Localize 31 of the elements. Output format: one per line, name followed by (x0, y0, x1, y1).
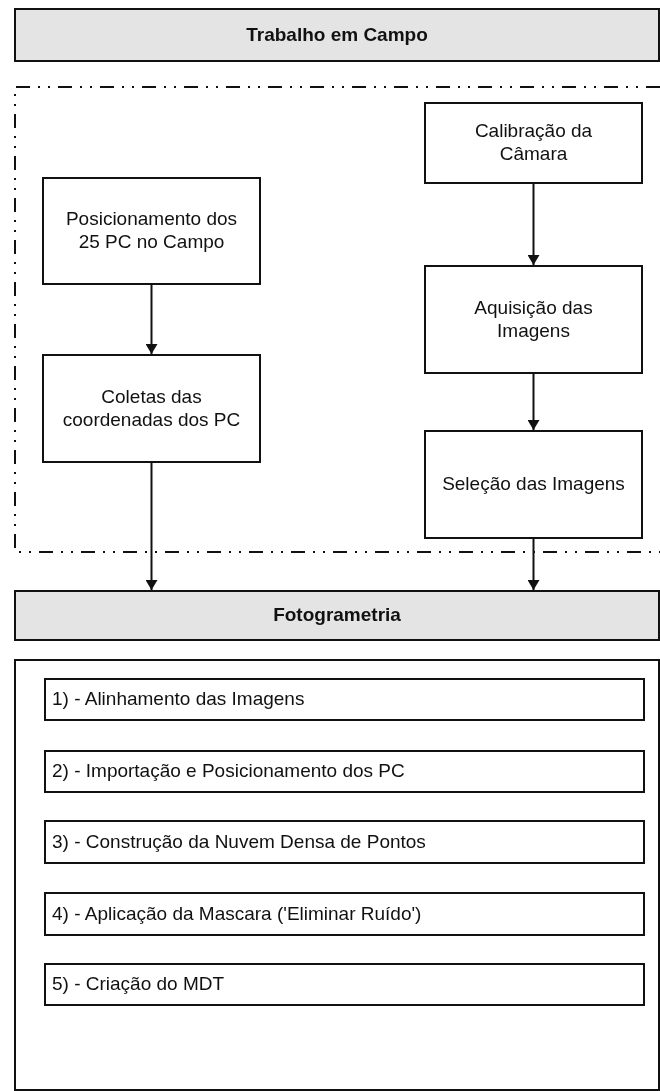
process-box (42, 354, 261, 463)
box-label: Fotogrametria (273, 604, 401, 627)
arrow (527, 373, 540, 431)
process-box (42, 177, 261, 285)
box-label: Calibração da Câmara (473, 120, 594, 166)
process-box (424, 430, 643, 539)
dashed-group-frame (14, 86, 660, 553)
container-box (14, 659, 660, 1091)
box-label: 5) - Criação do MDT (52, 973, 225, 996)
process-box (424, 265, 643, 374)
box-label: 2) - Importação e Posicionamento dos PC (52, 760, 405, 783)
arrow (145, 284, 158, 355)
step-box (44, 892, 645, 936)
box-label: 4) - Aplicação da Mascara ('Eliminar Ruído') (52, 902, 422, 926)
box-label: Seleção das Imagens (442, 473, 625, 496)
step-box (44, 750, 645, 793)
arrow (145, 462, 158, 591)
box-label: Posicionamento dos 25 PC no Campo (64, 208, 239, 254)
step-box (44, 963, 645, 1006)
box-label: Aquisição das Imagens (473, 296, 594, 343)
step-box (44, 820, 645, 864)
section-header (14, 590, 660, 641)
section-header (14, 8, 660, 62)
arrow (527, 538, 540, 591)
box-label: 3) - Construção da Nuvem Densa de Pontos (52, 830, 426, 854)
process-box (424, 102, 643, 184)
box-label: 1) - Alinhamento das Imagens (52, 688, 305, 711)
box-label: Trabalho em Campo (246, 23, 428, 47)
step-box (44, 678, 645, 721)
arrow (527, 183, 540, 266)
box-label: Coletas das coordenadas dos PC (61, 385, 242, 432)
